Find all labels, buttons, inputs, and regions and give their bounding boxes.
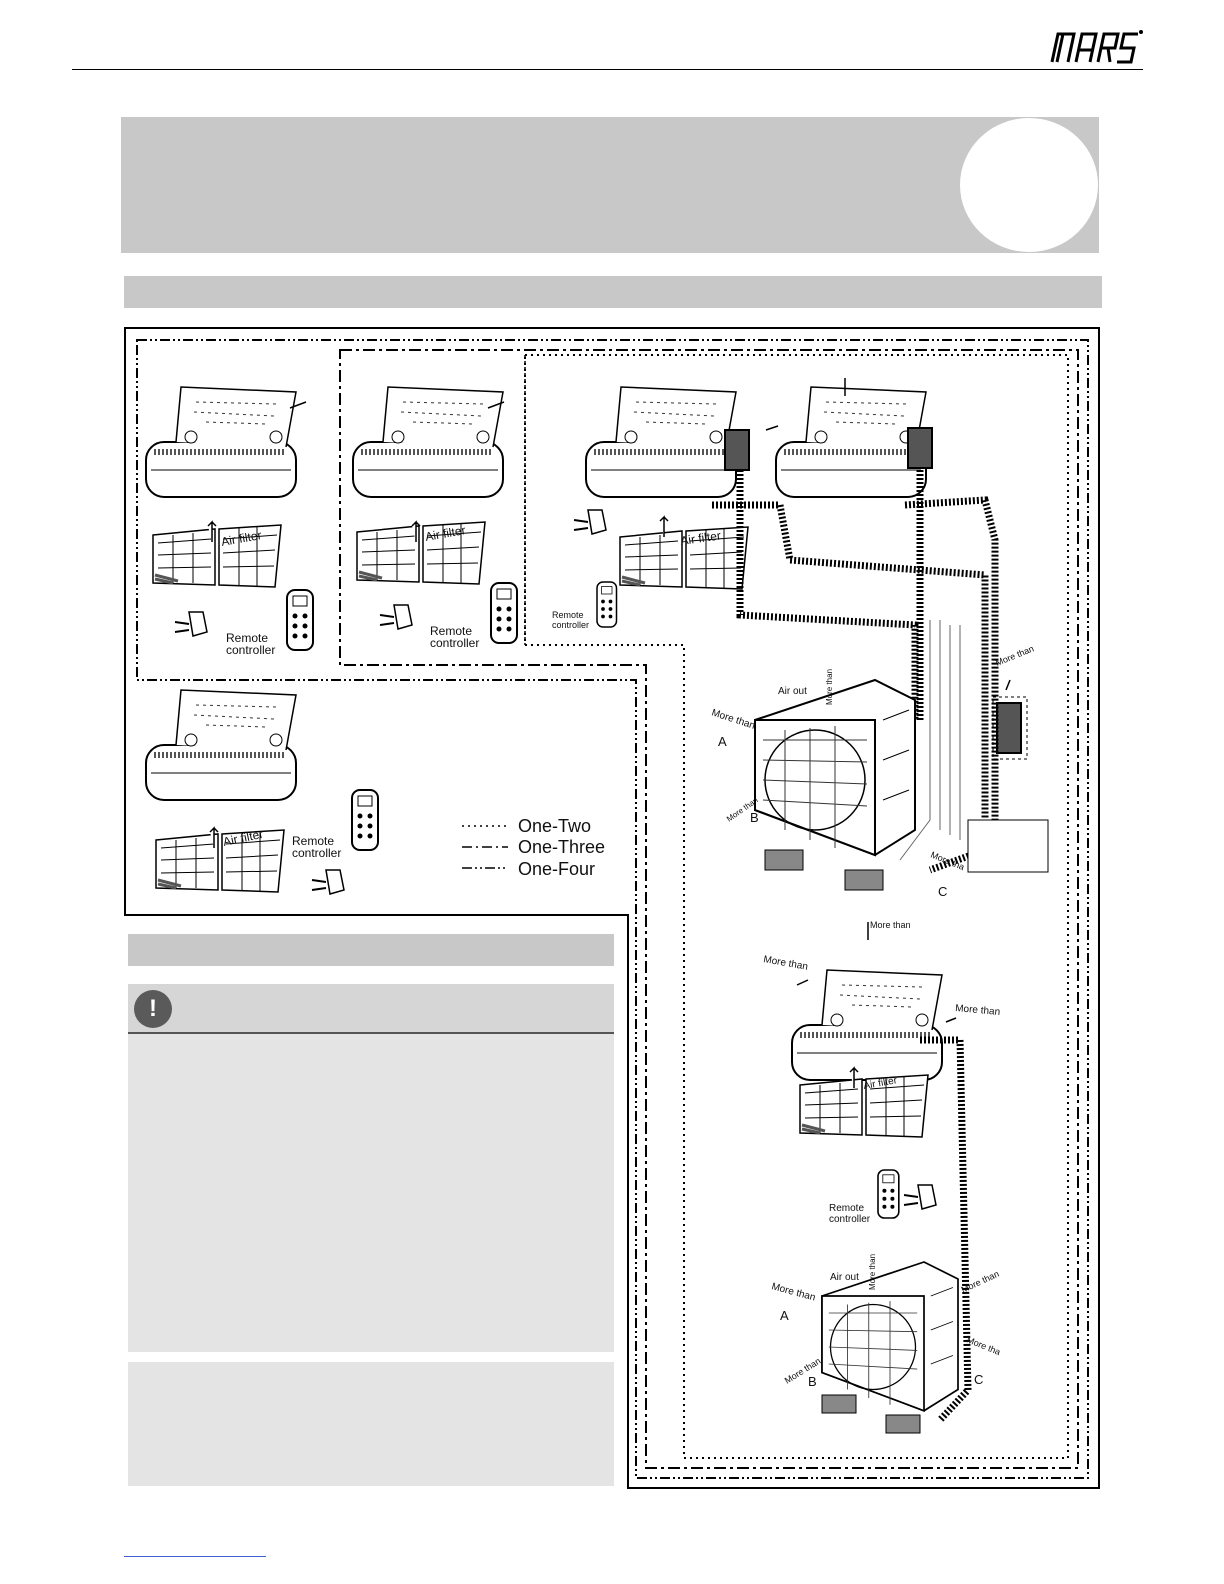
label-b-1: B — [750, 810, 759, 825]
remote-label-3a: Remote — [552, 610, 584, 620]
remote-label-5b: controller — [829, 1214, 871, 1225]
subsection-band — [128, 934, 614, 966]
label-b-2: B — [808, 1374, 817, 1389]
remote-label-1a: Remote — [226, 631, 268, 645]
remote-label-4b: controller — [292, 846, 341, 860]
label-c-2: C — [974, 1372, 983, 1387]
caution-header — [128, 984, 614, 1034]
more-than-label-9: More than — [770, 1281, 816, 1303]
mars-logo — [1050, 30, 1143, 64]
outdoor-unit-1 — [754, 679, 916, 891]
air-filter-label-2: Air filter — [424, 523, 466, 544]
page-number-circle — [960, 118, 1098, 252]
more-than-label-1: More than — [710, 707, 756, 731]
indoor-unit-5 — [146, 690, 379, 895]
indoor-unit-1 — [146, 387, 314, 651]
more-than-label-8: More than — [868, 1254, 877, 1290]
clearance-arrows — [207, 378, 1011, 1088]
more-than-label-3: More than — [994, 643, 1035, 667]
remote-label-3b: controller — [552, 620, 589, 630]
note-box — [967, 819, 1049, 873]
legend: One-Two One-Three One-Four — [462, 816, 605, 879]
indoor-unit-4 — [724, 387, 1028, 760]
footer-link-rule — [124, 1556, 266, 1557]
section-heading-band — [124, 276, 1102, 308]
more-than-label-2: More than — [825, 669, 834, 705]
legend-label-one-three: One-Three — [518, 837, 605, 857]
remote-label-4a: Remote — [292, 834, 334, 848]
label-a-1: A — [718, 734, 727, 749]
label-a-2: A — [780, 1308, 789, 1323]
legend-label-one-four: One-Four — [518, 859, 595, 879]
remote-label-2b: controller — [430, 636, 479, 650]
indoor-unit-6 — [792, 970, 942, 1219]
air-out-label-2: Air out — [830, 1272, 859, 1283]
legend-label-one-two: One-Two — [518, 816, 591, 836]
header-rule — [72, 69, 1143, 70]
outdoor-unit-2 — [821, 1261, 959, 1434]
remote-label-1b: controller — [226, 643, 275, 657]
more-than-label-7: More than — [955, 1003, 1001, 1018]
title-band — [121, 117, 1099, 253]
pipe-bundle — [899, 620, 961, 861]
remote-label-2a: Remote — [430, 624, 472, 638]
indoor-unit-2 — [353, 387, 518, 644]
air-out-label-1: Air out — [778, 686, 807, 697]
remote-label-5a: Remote — [829, 1203, 864, 1214]
air-filter-label-3: Air filter — [679, 528, 721, 548]
more-than-label-5: More than — [870, 920, 911, 930]
caution-panel — [128, 1034, 614, 1352]
exclamation-icon: ! — [134, 990, 172, 1028]
note-panel — [128, 1362, 614, 1486]
label-c-1: C — [938, 884, 947, 899]
more-than-label-6: More than — [762, 954, 808, 973]
more-tha-label-2: More tha — [965, 1335, 1002, 1358]
air-filter-label-1: Air filter — [220, 528, 262, 549]
